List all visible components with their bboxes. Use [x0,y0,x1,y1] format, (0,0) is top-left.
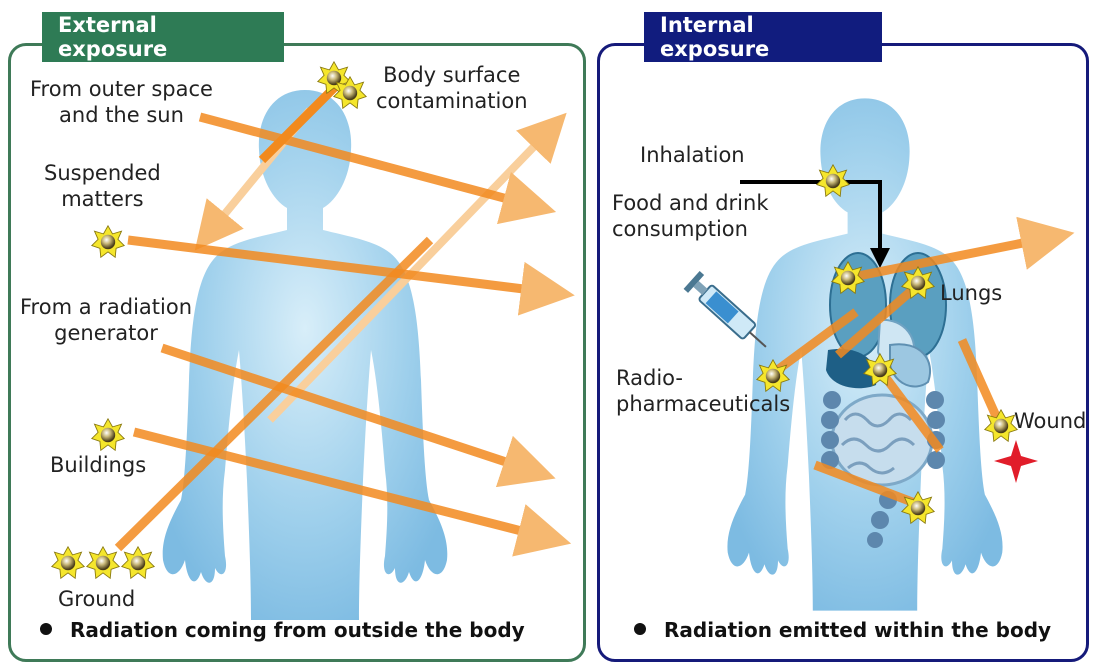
label-food-line2: consumption [612,216,769,242]
label-inhalation: Inhalation [640,142,745,168]
label-radio-line2: pharmaceuticals [616,391,790,417]
source-star-ground-2 [87,547,119,579]
label-suspended-line1: Suspended [44,160,161,186]
label-radio-line1: Radio- [616,365,790,391]
wound-mark-icon [994,440,1038,483]
label-body-surface-line2: contamination [376,88,528,114]
source-star-wound [985,410,1017,442]
internal-exposure-title: Internal exposure [644,12,882,62]
label-food-line1: Food and drink [612,190,769,216]
label-generator-line2: generator [20,320,192,346]
label-generator-line1: From a radiation [20,294,192,320]
label-buildings: Buildings [50,452,146,478]
bullet-icon [634,623,646,635]
label-suspended-line2: matters [44,186,161,212]
label-body-surface: Body surface contamination [376,62,528,115]
label-suspended: Suspended matters [44,160,161,213]
source-star-buildings [92,419,124,451]
label-food: Food and drink consumption [612,190,769,243]
label-generator: From a radiation generator [20,294,192,347]
internal-footer-text: Radiation emitted within the body [664,618,1051,642]
label-outer-space-line1: From outer space [30,76,213,102]
label-radiopharmaceuticals: Radio- pharmaceuticals [616,365,790,418]
label-ground: Ground [58,586,135,612]
external-footer-text: Radiation coming from outside the body [70,618,525,642]
ray-outer-space [200,117,530,205]
source-star-ground-3 [122,547,154,579]
label-outer-space-line2: and the sun [30,102,213,128]
source-star-suspended [92,226,124,257]
label-lungs: Lungs [940,280,1002,306]
internal-footer: Radiation emitted within the body [634,618,1051,642]
external-footer: Radiation coming from outside the body [40,618,525,642]
label-wound: Wound [1014,408,1086,434]
external-exposure-title: External exposure [42,12,284,62]
label-outer-space: From outer space and the sun [30,76,213,129]
bullet-icon [40,623,52,635]
label-body-surface-line1: Body surface [376,62,528,88]
source-star-ground-1 [52,547,84,579]
